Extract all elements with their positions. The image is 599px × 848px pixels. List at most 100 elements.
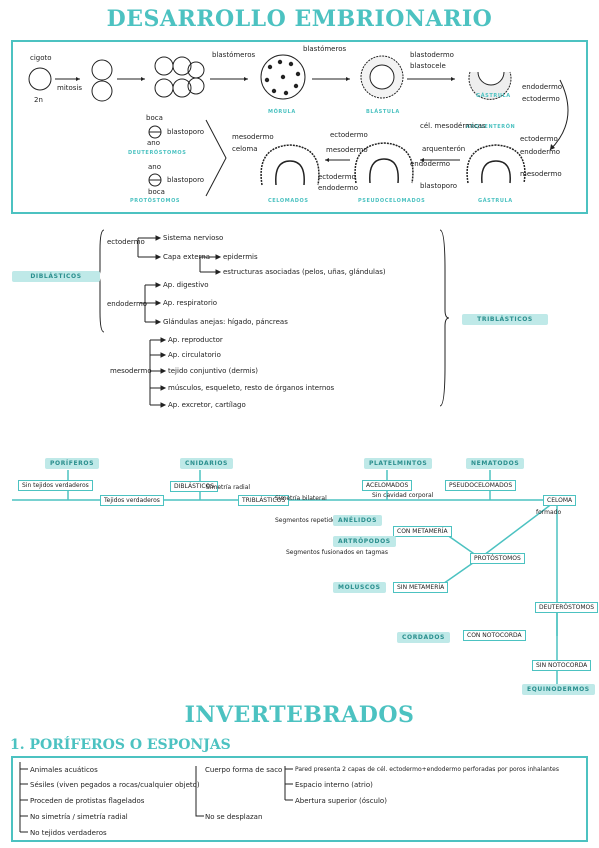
label-endodermo-c: endodermo bbox=[318, 184, 359, 192]
label-cel-mesodermicas: cél. mesodérmicas bbox=[420, 122, 486, 130]
layer-circulatorio: Ap. circulatorio bbox=[168, 351, 221, 359]
pori-l5: No tejidos verdaderos bbox=[30, 829, 107, 837]
label-mesodermo-c: mesodermo bbox=[232, 133, 274, 141]
layer-conjuntivo: tejido conjuntivo (dermis) bbox=[168, 367, 258, 375]
box-deuterostomos: DEUTERÓSTOMOS bbox=[535, 602, 599, 613]
label-blastoporo-deut: blastoporo bbox=[167, 128, 205, 136]
tag-cordados: CORDADOS bbox=[397, 632, 450, 643]
layer-respiratorio: Ap. respiratorio bbox=[163, 299, 218, 307]
layer-estructuras: estructuras asociadas (pelos, uñas, glán… bbox=[223, 268, 386, 276]
text-formado: formado bbox=[536, 509, 562, 516]
embryo-panel bbox=[11, 40, 588, 214]
pori-r1: Pared presenta 2 capas de cél. ectodermo… bbox=[295, 766, 559, 773]
tag-anelidos: ANÉLIDOS bbox=[333, 515, 383, 526]
pori-r2: Espacio interno (atrio) bbox=[295, 781, 373, 789]
caption-protostomos: PROTÓSTOMOS bbox=[130, 198, 181, 204]
box-celoma: CELOMA bbox=[543, 495, 577, 506]
label-endodermo: endodermo bbox=[522, 83, 563, 91]
text-seg-repetidos: Segmentos repetidos bbox=[275, 517, 339, 524]
box-sin-metameria: SIN METAMERÍA bbox=[393, 582, 449, 593]
box-sin-tejidos: Sin tejidos verdaderos bbox=[18, 480, 93, 491]
tag-equinodermos: EQUINODERMOS bbox=[522, 684, 595, 695]
text-simetria-radial: Simetría radial bbox=[206, 484, 251, 491]
text-simetria-bilateral: Simetría bilateral bbox=[275, 495, 327, 502]
label-blastoporo-g: blastoporo bbox=[420, 182, 458, 190]
box-pseudocelomados: PSEUDOCELOMADOS bbox=[445, 480, 517, 491]
caption-pseudocelomados: PSEUDOCELOMADOS bbox=[358, 198, 426, 204]
box-acelomados: ACELOMADOS bbox=[362, 480, 413, 491]
pori-l4: No simetría / simetría radial bbox=[30, 813, 128, 821]
pori-m2: No se desplazan bbox=[205, 813, 263, 821]
label-celoma: celoma bbox=[232, 145, 258, 153]
label-2n: 2n bbox=[34, 96, 43, 104]
label-ectodermo-p: ectodermo bbox=[330, 131, 368, 139]
tag-platelmintos: PLATELMINTOS bbox=[364, 458, 433, 469]
label-cigoto: cigoto bbox=[30, 54, 52, 62]
poriferos-panel bbox=[11, 756, 588, 842]
caption-celomados: CELOMADOS bbox=[268, 198, 309, 204]
label-mesodermo-g: mesodermo bbox=[520, 170, 562, 178]
caption-morula: MÓRULA bbox=[268, 109, 296, 115]
box-tejidos-verdaderos: Tejidos verdaderos bbox=[100, 495, 164, 506]
pori-l2: Sésiles (viven pegados a rocas/cualquier… bbox=[30, 781, 200, 789]
section-title-invertebrados: INVERTEBRADOS bbox=[184, 702, 415, 728]
label-blastoporo-proto: blastoporo bbox=[167, 176, 205, 184]
layer-digestivo: Ap. digestivo bbox=[163, 281, 209, 289]
label-endodermo-g: endodermo bbox=[520, 148, 561, 156]
box-sin-notocorda: SIN NOTOCORDA bbox=[532, 660, 592, 671]
layer-capa-externa: Capa externa bbox=[163, 253, 210, 261]
label-mitosis: mitosis bbox=[57, 84, 83, 92]
label-mesodermo-p: mesodermo bbox=[326, 146, 368, 154]
layer-glandulas: Glándulas anejas: hígado, páncreas bbox=[163, 318, 288, 326]
text-seg-fusionados: Segmentos fusionados en tagmas bbox=[286, 549, 388, 556]
pori-l3: Proceden de protistas flagelados bbox=[30, 797, 145, 805]
pori-l1: Animales acuáticos bbox=[30, 766, 98, 774]
layer-reproductor: Ap. reproductor bbox=[168, 336, 223, 344]
label-endodermo-p: endodermo bbox=[410, 160, 451, 168]
heading-poriferos: 1. PORÍFEROS O ESPONJAS bbox=[10, 737, 231, 753]
tag-cnidarios: CNIDARIOS bbox=[180, 458, 233, 469]
pori-r3: Abertura superior (ósculo) bbox=[295, 797, 387, 805]
label-boca-deut: boca bbox=[146, 114, 163, 122]
caption-deuterostomos: DEUTERÓSTOMOS bbox=[128, 150, 187, 156]
label-ano-proto: ano bbox=[148, 163, 162, 171]
layer-mesodermo: mesodermo bbox=[110, 367, 152, 375]
label-blastomeros-2: blastómeros bbox=[303, 45, 347, 53]
tag-moluscos: MOLUSCOS bbox=[333, 582, 386, 593]
pori-m1: Cuerpo forma de saco bbox=[205, 766, 283, 774]
box-con-notocorda: CON NOTOCORDA bbox=[463, 630, 526, 641]
page-title: DESARROLLO EMBRIONARIO bbox=[106, 6, 493, 32]
box-triblasticos: TRIBLÁSTICOS bbox=[238, 495, 290, 506]
layer-sistema-nervioso: Sistema nervioso bbox=[163, 234, 224, 242]
label-ectodermo-c: ectodermo bbox=[318, 173, 356, 181]
label-boca-proto: boca bbox=[148, 188, 165, 196]
box-con-metameria: CON METAMERÍA bbox=[393, 526, 452, 537]
layer-ectodermo: ectodermo bbox=[107, 238, 145, 246]
caption-arquenteron: ARQUENTERÓN bbox=[466, 124, 516, 130]
tag-triblasticos: TRIBLÁSTICOS bbox=[462, 314, 548, 325]
layer-endodermo: endodermo bbox=[107, 300, 148, 308]
label-ectodermo-g: ectodermo bbox=[520, 135, 558, 143]
caption-gastrula: GÁSTRULA bbox=[476, 93, 511, 99]
label-blastomeros: blastómeros bbox=[212, 51, 256, 59]
tag-diblasticos: DIBLÁSTICOS bbox=[12, 271, 100, 282]
label-arquenteron: arquenterón bbox=[422, 145, 466, 153]
label-blastodermo: blastodermo bbox=[410, 51, 454, 59]
label-ectodermo: ectodermo bbox=[522, 95, 560, 103]
tag-artropodos: ARTRÓPODOS bbox=[333, 536, 396, 547]
tag-nematodos: NEMATODOS bbox=[466, 458, 525, 469]
tag-poriferos: PORÍFEROS bbox=[45, 458, 99, 469]
layer-excretor: Ap. excretor, cartílago bbox=[168, 401, 246, 409]
layer-epidermis: epidermis bbox=[223, 253, 258, 261]
label-blastocele: blastocele bbox=[410, 62, 446, 70]
label-ano-deut: ano bbox=[147, 139, 161, 147]
layer-musculos: músculos, esqueleto, resto de órganos in… bbox=[168, 384, 335, 392]
text-sin-cavidad: Sin cavidad corporal bbox=[372, 492, 434, 499]
box-protostomos: PROTÓSTOMOS bbox=[470, 553, 525, 564]
caption-blastula: BLÁSTULA bbox=[366, 109, 400, 115]
box-diblasticos: DIBLÁSTICOS bbox=[170, 481, 219, 492]
caption-gastrula-2: GÁSTRULA bbox=[478, 198, 513, 204]
